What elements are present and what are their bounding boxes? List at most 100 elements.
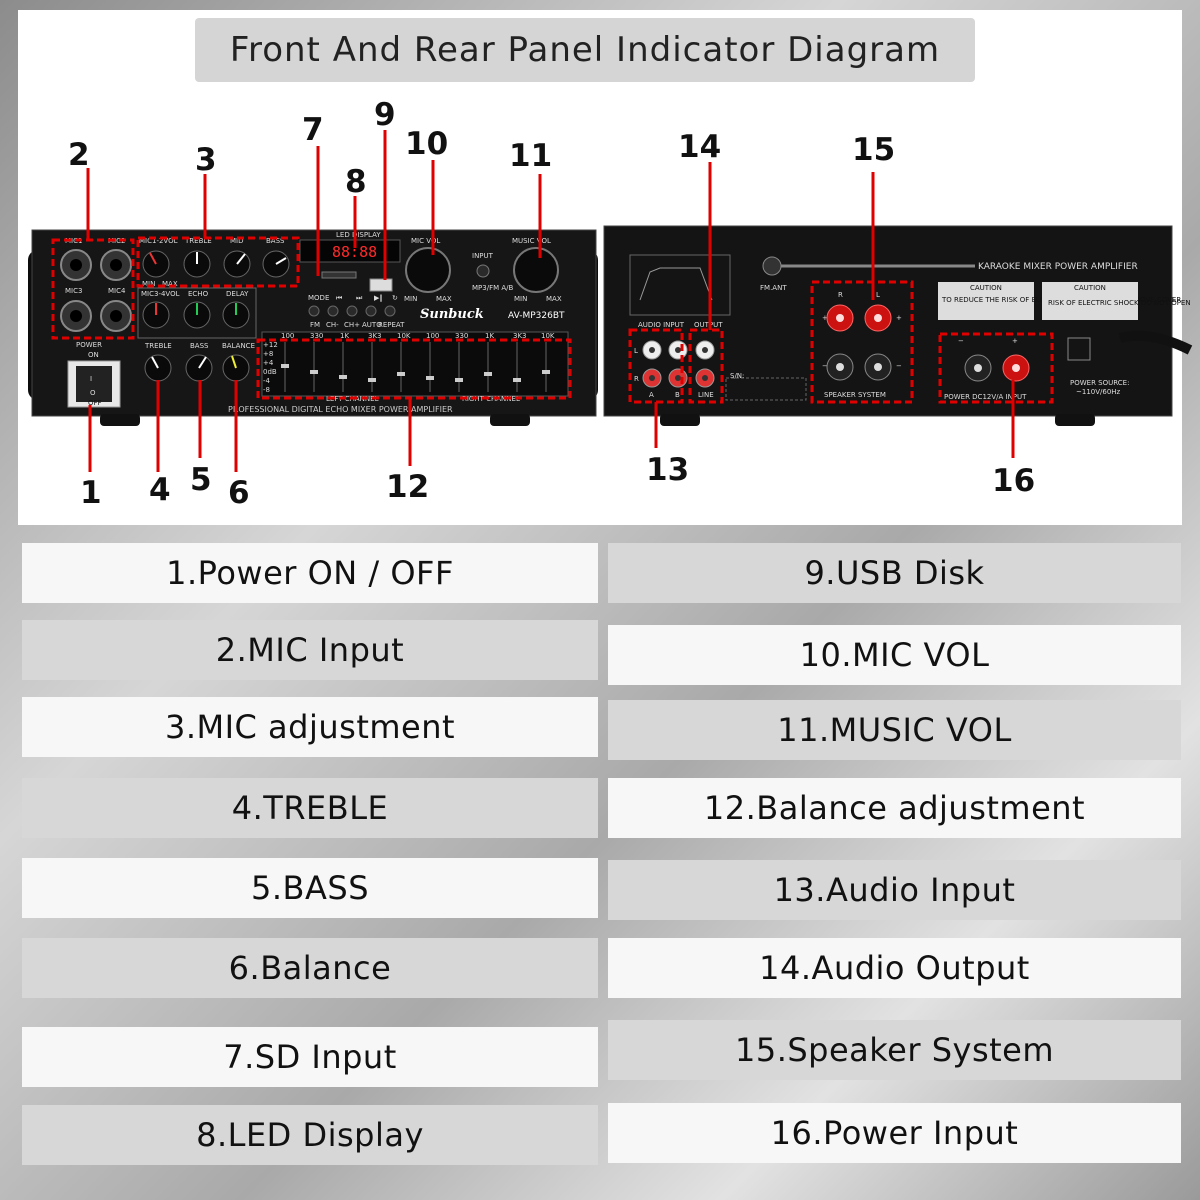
prev-button[interactable]: [327, 305, 339, 317]
audio-output-right-pin: [702, 375, 708, 381]
power-input-minus: −: [958, 337, 964, 345]
button-label-prev: ⏮: [336, 294, 342, 302]
eq-slider-5[interactable]: [397, 372, 405, 376]
callout-13: 13: [646, 452, 689, 488]
legend-item-power: 1.Power ON / OFF: [22, 543, 598, 603]
mic-vol-max-label: MAX: [436, 295, 452, 303]
power-rocker[interactable]: [76, 366, 112, 402]
front-panel: MIC1 MIC2 MIC3 MIC4 POWER ON I O OFF MIC…: [28, 229, 598, 426]
mic12vol-knob-pointer: [149, 252, 157, 265]
eq-slider-7[interactable]: [455, 378, 463, 382]
knob-label-treble-top: TREBLE: [184, 237, 212, 245]
eq-slider-9[interactable]: [513, 378, 521, 382]
speaker-plus-right: +: [896, 314, 902, 322]
power-switch[interactable]: POWER ON I O OFF: [67, 341, 121, 408]
jack-label-mic3: MIC3: [65, 287, 82, 295]
legend-item-bass: 5.BASS: [22, 858, 598, 918]
callout-box-mic-adjust: [136, 236, 300, 288]
music-vol-max-label: MAX: [546, 295, 562, 303]
callout-9: 9: [374, 97, 396, 133]
eq-freq-1: 100: [281, 332, 294, 340]
input-label: INPUT: [472, 252, 494, 260]
eq-slider-8[interactable]: [484, 372, 492, 376]
eq-scale-plus12: +12: [263, 341, 278, 349]
usb-port[interactable]: [369, 278, 393, 292]
next-button[interactable]: [346, 305, 358, 317]
rear-panel: FM.ANT KARAOKE MIXER POWER AMPLIFIER CAU…: [603, 225, 1193, 426]
eq-slider-10[interactable]: [542, 370, 550, 374]
knob-label-bass-top: BASS: [266, 237, 285, 245]
audio-b-label: B: [675, 391, 680, 399]
sd-slot[interactable]: [321, 271, 357, 279]
knob-label-mic34vol: MIC3-4VOL: [141, 290, 180, 298]
input-button[interactable]: [476, 264, 490, 278]
right-channel-label: RIGHT CHANNEL: [462, 395, 520, 403]
mode-label-repeat: REPEAT: [378, 321, 405, 329]
mode-label-fm: FM: [310, 321, 320, 329]
legend-item-speaker-system: 15.Speaker System: [608, 1020, 1181, 1080]
mode-button[interactable]: [308, 305, 320, 317]
top-row-min-label: MIN: [142, 280, 155, 288]
legend-item-usb-disk: 9.USB Disk: [608, 543, 1181, 603]
mode-label-auto: AUTO: [362, 321, 382, 329]
led-digits: 88:88: [332, 243, 377, 261]
balance-knob-pointer: [231, 355, 237, 369]
mic-vol-knob[interactable]: [405, 247, 451, 293]
eq-slider-1[interactable]: [281, 364, 289, 368]
legend-item-mic-adjustment: 3.MIC adjustment: [22, 697, 598, 757]
eq-freq-8: 1K: [485, 332, 494, 340]
power-label: POWER: [76, 341, 102, 349]
callout-11: 11: [509, 138, 552, 174]
rear-foot-right: [1055, 414, 1095, 426]
callout-numbers: 1 2 3 4 5 6 7 8 9 10 11 12 13 14 15 16: [68, 97, 1035, 511]
repeat-button[interactable]: [384, 305, 396, 317]
speaker-l-minus-terminal-center: [874, 363, 882, 371]
legend-item-audio-input: 13.Audio Input: [608, 860, 1181, 920]
callout-7: 7: [302, 112, 324, 148]
callout-box-audio-output: [688, 328, 724, 404]
led-display: [299, 239, 401, 263]
fm-antenna-connector[interactable]: [762, 256, 782, 276]
eq-slider-3[interactable]: [339, 375, 347, 379]
eq-scale-plus8: +8: [263, 350, 273, 358]
treble-knob-pointer: [151, 356, 159, 369]
mid-knob-pointer: [236, 253, 246, 265]
speaker-l-plus-terminal-center: [874, 314, 882, 322]
play-button[interactable]: [365, 305, 377, 317]
speaker-l-label: L: [876, 291, 880, 299]
mic-adjust-knobs: MIC1-2VOL TREBLE MID BASS MIN MAX: [139, 237, 290, 288]
eq-slider-4[interactable]: [368, 378, 376, 382]
legend-item-music-vol: 11.MUSIC VOL: [608, 700, 1181, 760]
caution-box-2: [1042, 282, 1138, 320]
diagram-title: Front And Rear Panel Indicator Diagram: [195, 18, 975, 82]
legend-item-balance-adjustment: 12.Balance adjustment: [608, 778, 1181, 838]
power-ground-icon: [1067, 337, 1091, 361]
eq-freq-3: 1K: [340, 332, 349, 340]
callout-box-speaker: [810, 280, 914, 404]
music-vol-knob[interactable]: [513, 247, 559, 293]
eq-freq-9: 3K3: [513, 332, 527, 340]
knob-label-mic12vol: MIC1-2VOL: [139, 237, 178, 245]
mic2-jack-hole: [110, 259, 122, 271]
power-on-label: ON: [88, 351, 99, 359]
legend-item-sd-input: 7.SD Input: [22, 1027, 598, 1087]
knob-label-balance: BALANCE: [222, 342, 255, 350]
audio-input-b-right-pin: [675, 375, 681, 381]
callout-1: 1: [80, 475, 102, 511]
callout-8: 8: [345, 164, 367, 200]
eq-scale-minus8: -8: [263, 386, 270, 394]
mic3-jack-hole: [70, 310, 82, 322]
knob-label-treble: TREBLE: [144, 342, 172, 350]
effect-knobs: MIC3-4VOL ECHO DELAY: [137, 287, 257, 339]
power-dc-plus-terminal-center: [1012, 364, 1020, 372]
mode-label-chminus: CH-: [326, 321, 339, 329]
media-section: LED DISPLAY 88:88 MODE ⏮ ⏭ ▶‖ ↻ FM CH- C…: [299, 231, 405, 329]
jack-label-mic4: MIC4: [108, 287, 126, 295]
eq-slider-6[interactable]: [426, 376, 434, 380]
speaker-r-plus-terminal-center: [836, 314, 844, 322]
callout-6: 6: [228, 475, 250, 511]
eq-slider-2[interactable]: [310, 370, 318, 374]
rear-spec-curve: [639, 267, 713, 301]
eq-panel: [261, 331, 569, 397]
button-label-repeat: ↻: [392, 294, 398, 302]
